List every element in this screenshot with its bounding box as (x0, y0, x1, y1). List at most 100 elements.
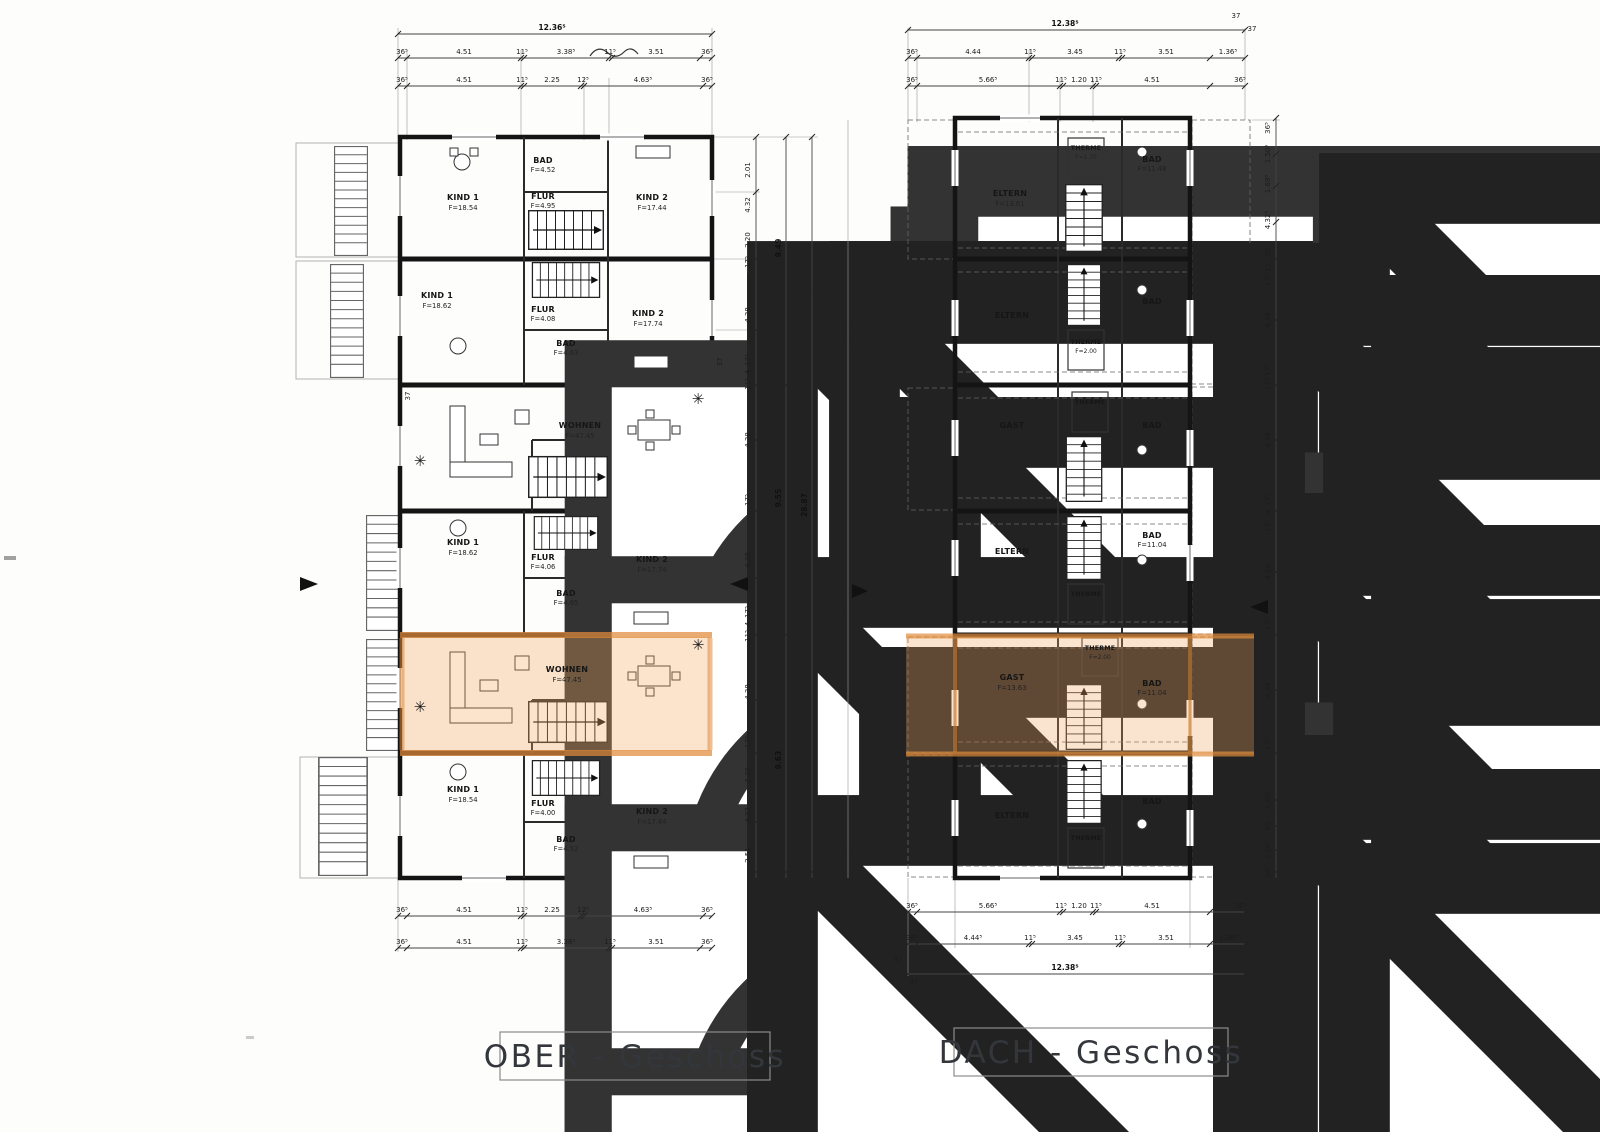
stairs-icon (1066, 760, 1102, 824)
dim-label: 1.20 (1071, 76, 1087, 84)
dim-total: 9.55 (774, 489, 783, 508)
ober-dimensions-right: 2.01 4.32 2.20 17⁵ 4.38 17⁵ 4 11⁵ 4.38 1… (404, 133, 816, 878)
room-name: BAD (1142, 421, 1162, 430)
room-name: KIND 2 (636, 807, 668, 816)
room-area: F=11.04 (1137, 689, 1166, 697)
railing-icon (330, 264, 364, 378)
room-name: KIND 1 (447, 193, 479, 202)
dim-label: 4.51 (1144, 902, 1160, 910)
sink-icon (1136, 554, 1148, 566)
dim-label: 4 (744, 369, 752, 374)
dim-label: 1.69⁵ (1264, 175, 1272, 194)
dim-label: 17⁵ (1264, 494, 1272, 506)
room-area: F=1.70 (1075, 845, 1097, 851)
dim-label: 17⁵ (744, 354, 752, 366)
room-area: F=11.04 (1137, 541, 1166, 549)
dim-label: 11⁵ (1090, 902, 1102, 910)
dach-plan: 12.38⁵ 37 37 36⁵ 4.44 11⁵ 3.45 11⁵ 3.51 … (847, 12, 1600, 1132)
sofa-icon (449, 461, 513, 478)
desk-icon (633, 355, 669, 369)
railing-icon (334, 146, 368, 256)
dim-label: 36⁵ (1264, 122, 1272, 134)
railing-icon (366, 639, 400, 751)
railing-icon (366, 515, 400, 631)
dim-label: 11⁵ (1090, 76, 1102, 84)
room-area: F=47.45 (552, 676, 581, 684)
dim-label: 11⁵ (1114, 934, 1126, 942)
room-name: BAD (556, 339, 576, 348)
terrace (1191, 386, 1251, 635)
dim-label: 17⁵ (744, 256, 752, 268)
dim-label: 4.51 (456, 906, 472, 914)
dim-label: 17⁵ (1264, 364, 1272, 376)
dim-label: 2.25 (544, 906, 560, 914)
dach-dimensions-top: 12.38⁵ 37 37 36⁵ 4.44 11⁵ 3.45 11⁵ 3.51 … (904, 12, 1256, 90)
dim-label: 1.20 (1071, 902, 1087, 910)
dach-dimensions-bottom: 36⁵ 5.66⁵ 11⁵ 1.20 11⁵ 4.51 36⁵ 36⁵ 4.44… (894, 902, 1249, 986)
dim-label: 4.38 (1264, 564, 1272, 580)
sink-icon (1136, 818, 1148, 830)
dim-label: 4.38 (1264, 432, 1272, 448)
sink-icon (1136, 444, 1148, 456)
room-area: F=11.04 (1137, 307, 1166, 315)
dim-label: 11⁵ (516, 906, 528, 914)
sofa-icon (449, 651, 466, 709)
wall-thickness-label: 37 (910, 978, 919, 986)
room-area: F=47.45 (565, 432, 594, 440)
dim-label: 11⁵ (1024, 48, 1036, 56)
therme-room (1071, 391, 1109, 433)
dim-label: 3.38⁵ (557, 938, 576, 946)
ober-dimensions-top: 12.36⁵ 36⁵ 4.51 11⁵ 3.38⁵ 11⁵ 3.51 36⁵ 3… (394, 23, 716, 90)
dim-total: 9.63 (774, 751, 783, 770)
room-area: F=13.63 (997, 684, 1026, 692)
dim-label: 4.51 (456, 76, 472, 84)
room-name: WOHNEN (559, 421, 601, 430)
dim-label: 11⁵ (1264, 378, 1272, 390)
stairs-icon (1065, 436, 1103, 502)
dim-label: 36⁵ (701, 48, 713, 56)
dim-label: 3.51 (648, 938, 664, 946)
room-name: ELTERN (993, 189, 1027, 198)
dim-label: 11⁵ (516, 76, 528, 84)
dim-label: 5.66⁵ (979, 76, 998, 84)
dim-label: 2.25 (544, 76, 560, 84)
section-marker-icon (1250, 600, 1268, 614)
dim-label: 17⁵ (1264, 618, 1272, 630)
wall-thickness-label: 37 (404, 392, 412, 401)
room-name: THERME (1071, 339, 1101, 346)
room-name: BAD (1142, 531, 1162, 540)
room-area: F=18.54 (448, 796, 477, 804)
room-area: F=18.62 (448, 549, 477, 557)
room-area: F=2.00 (1089, 655, 1111, 661)
stairs-icon (531, 760, 601, 796)
room-name: BAD (1142, 297, 1162, 306)
desk-icon (633, 855, 669, 869)
dim-label: 17⁵ (744, 736, 752, 748)
dim-overall-width: 12.36⁵ (538, 23, 565, 32)
dim-label: 11⁵ (604, 938, 616, 946)
table-icon (449, 337, 467, 355)
plant-icon: ✳ (692, 636, 705, 654)
room-area: F=4.00 (531, 809, 556, 817)
stairs-icon (1065, 184, 1103, 252)
plant-icon: ✳ (414, 452, 427, 470)
wall-thickness-label: 37 (716, 358, 724, 367)
dim-label: 95 (1264, 822, 1272, 831)
room-name: KIND 1 (447, 785, 479, 794)
dim-label: 36⁵ (906, 48, 918, 56)
stairs-icon (1066, 264, 1102, 326)
dim-label: 4.32⁵ (1264, 211, 1272, 230)
room-area: F=13.61 (995, 200, 1024, 208)
dim-label: 1.69⁵ (1264, 791, 1272, 810)
desk-icon (635, 145, 671, 159)
dim-label: 11⁵ (744, 378, 752, 390)
party-walls (955, 256, 1190, 756)
room-name: BAD (1142, 797, 1162, 806)
room-area: F=4.95 (531, 202, 556, 210)
coffee-table-icon (479, 433, 499, 446)
stairs-icon (531, 262, 601, 298)
dim-label: 3.51 (1158, 48, 1174, 56)
wall-thickness-label: 37 (1232, 12, 1241, 20)
room-name: ELTERN (995, 547, 1029, 556)
